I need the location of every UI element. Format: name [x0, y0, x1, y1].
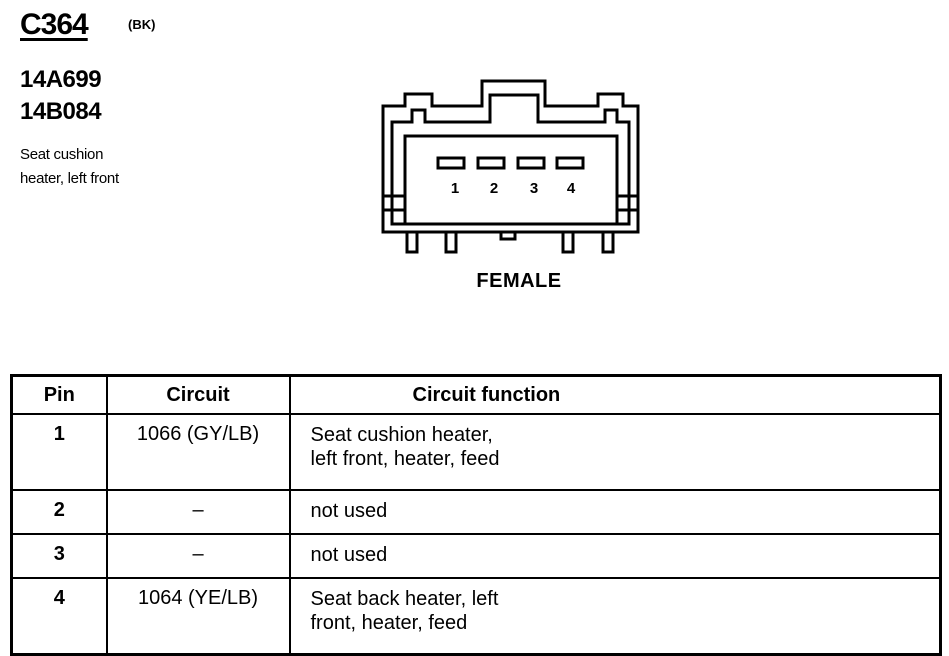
connector-description-line-2: heater, left front	[20, 170, 119, 187]
connector-id: C364	[20, 8, 89, 41]
pinout-table: Pin Circuit Circuit function 1 1066 (GY/…	[10, 374, 942, 656]
connector-foot-2	[444, 230, 458, 254]
pin-cavity-1	[436, 156, 466, 170]
table-row: 1 1066 (GY/LB) Seat cushion heater, left…	[10, 413, 942, 491]
connector-foot-4	[601, 230, 615, 254]
circuit-function: Seat cushion heater, left front, heater,…	[288, 413, 942, 491]
connector-description-line-1: Seat cushion	[20, 146, 104, 163]
pin-number: 3	[10, 533, 108, 579]
circuit-code: 1064 (YE/LB)	[105, 577, 291, 656]
circuit-function-line: front, heater, feed	[310, 612, 468, 634]
table-header-row: Pin Circuit Circuit function	[10, 374, 942, 415]
connector-foot-1	[405, 230, 419, 254]
table-row: 3 – not used	[10, 533, 942, 579]
header-circuit: Circuit	[105, 374, 291, 415]
circuit-function-line: Seat back heater, left	[310, 588, 499, 610]
pin-cavity-2	[476, 156, 506, 170]
circuit-function-line: not used	[310, 544, 388, 566]
pin-number: 2	[10, 489, 108, 535]
circuit-function-line: not used	[310, 500, 388, 522]
table-row: 2 – not used	[10, 489, 942, 535]
connector-gender-label: FEMALE	[476, 270, 562, 292]
pin-label-3: 3	[530, 180, 538, 197]
pin-cavity-4	[555, 156, 585, 170]
pin-label-1: 1	[451, 180, 459, 197]
pin-cavity-3	[516, 156, 546, 170]
table-row: 4 1064 (YE/LB) Seat back heater, left fr…	[10, 577, 942, 656]
connector-housing-inner	[390, 93, 631, 226]
part-number-2: 14B084	[20, 98, 102, 125]
circuit-code: 1066 (GY/LB)	[105, 413, 291, 491]
header-pin: Pin	[10, 374, 108, 415]
connector-housing-outline	[381, 79, 640, 234]
pin-number: 1	[10, 413, 108, 491]
circuit-code: –	[105, 489, 291, 535]
circuit-code: –	[105, 533, 291, 579]
pin-label-2: 2	[490, 180, 498, 197]
connector-latch	[499, 230, 517, 241]
part-number-1: 14A699	[20, 66, 102, 93]
circuit-function: not used	[288, 489, 942, 535]
circuit-function: Seat back heater, left front, heater, fe…	[288, 577, 942, 656]
pin-number: 4	[10, 577, 108, 656]
connector-foot-3	[561, 230, 575, 254]
connector-face-diagram: 1 2 3 4	[381, 79, 640, 254]
circuit-function-line: left front, heater, feed	[310, 448, 500, 470]
connector-face-cavity	[403, 134, 619, 226]
header-circuit-function: Circuit function	[288, 374, 942, 415]
circuit-function-line: Seat cushion heater,	[310, 424, 493, 446]
circuit-function: not used	[288, 533, 942, 579]
pin-label-4: 4	[567, 180, 576, 197]
connector-color-code: (BK)	[128, 17, 156, 32]
